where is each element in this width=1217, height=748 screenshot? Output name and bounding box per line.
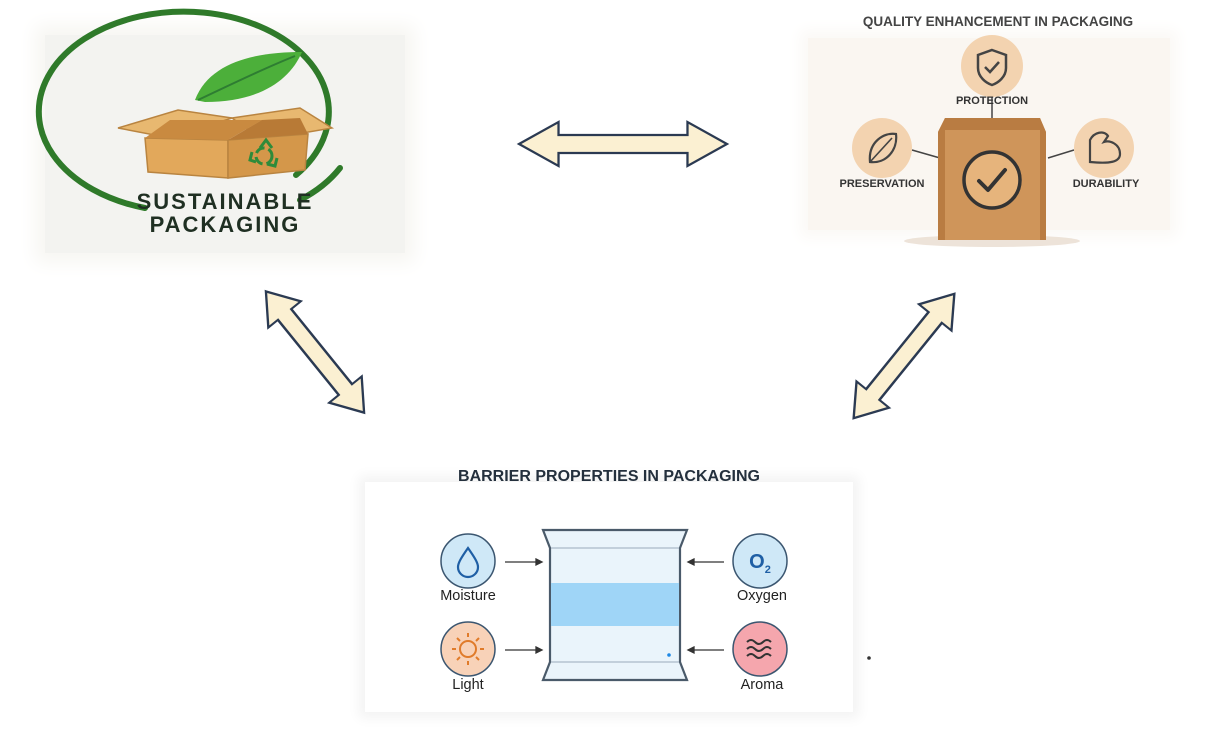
oxygen-symbol-subscript: 2 <box>764 564 771 576</box>
bicep-icon <box>1074 118 1134 178</box>
recycle-icon <box>248 137 279 168</box>
oxygen-icon <box>732 533 788 589</box>
oxygen-symbol-o: O <box>749 551 765 573</box>
oxygen-label: Oxygen <box>737 588 787 604</box>
leaf-icon <box>195 52 302 102</box>
barrier-arrows <box>505 557 724 655</box>
wave-icon <box>732 621 788 677</box>
preservation-leaf-icon <box>852 118 912 178</box>
moisture-label: Moisture <box>440 588 496 604</box>
water-drop-icon <box>440 533 496 589</box>
arrow-sustainable-barrier <box>248 277 382 427</box>
check-icon <box>962 150 1022 210</box>
preservation-label: PRESERVATION <box>839 178 925 190</box>
sustainable-title-line2: PACKAGING <box>149 212 301 237</box>
arrow-quality-barrier <box>836 279 972 433</box>
green-ring-icon <box>35 8 332 211</box>
cardboard-box-icon <box>117 107 335 179</box>
sustainable-title-line1: SUSTAINABLE <box>136 189 314 214</box>
sustainable-packaging-title: SUSTAINABLE PACKAGING <box>45 190 405 236</box>
pouch-icon <box>541 528 689 682</box>
quality-enhancement-title: QUALITY ENHANCEMENT IN PACKAGING <box>862 14 1134 29</box>
shield-check-icon <box>961 35 1023 97</box>
light-label: Light <box>452 677 484 693</box>
oxygen-symbol: O2 <box>741 551 779 576</box>
barrier-properties-title: BARRIER PROPERTIES IN PACKAGING <box>458 468 760 485</box>
sun-icon <box>440 621 496 677</box>
aroma-label: Aroma <box>740 677 784 693</box>
protection-label: PROTECTION <box>955 95 1029 107</box>
arrow-sustainable-quality <box>517 120 729 168</box>
green-ring-tail-icon <box>297 165 343 203</box>
durability-label: DURABILITY <box>1072 178 1140 190</box>
